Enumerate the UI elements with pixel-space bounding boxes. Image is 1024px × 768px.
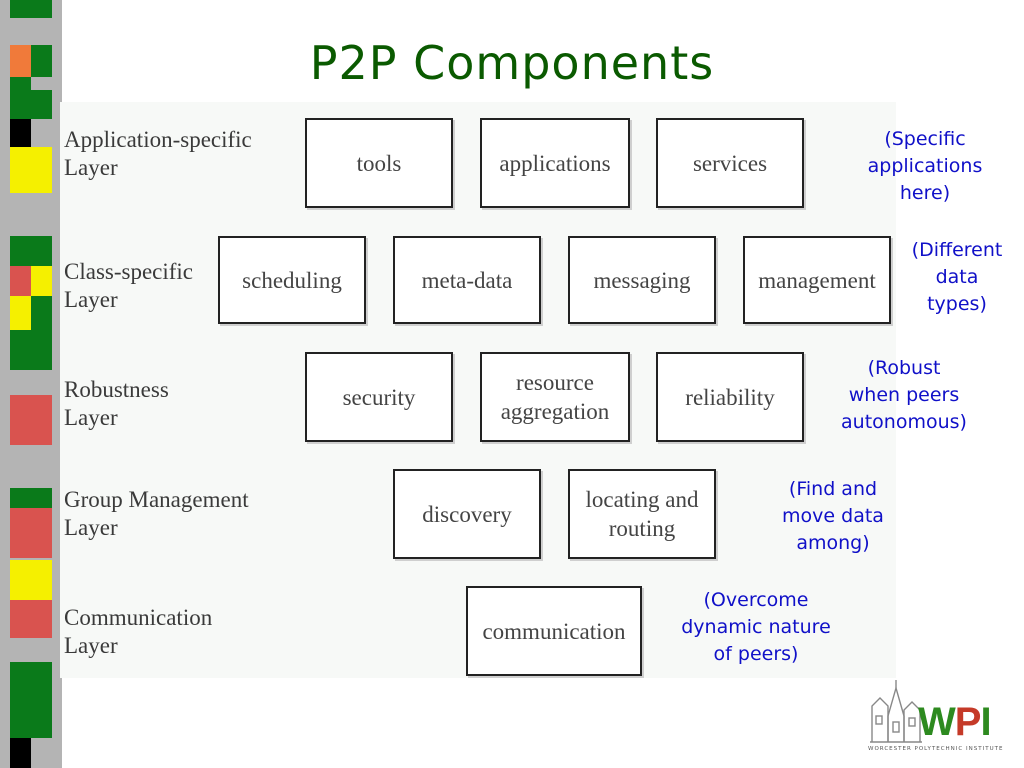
- box-applications: applications: [480, 118, 630, 208]
- wpi-logo: [866, 676, 1012, 756]
- slide-title: P2P Components: [309, 36, 715, 90]
- box-meta-data: meta-data: [393, 236, 541, 324]
- box-locating-routing: locating and routing: [568, 469, 716, 559]
- logo-letter-i: I: [980, 700, 991, 744]
- logo-letter-w: W: [918, 700, 956, 744]
- note-group: (Find and move data among): [782, 478, 884, 554]
- strip-block: [10, 508, 31, 558]
- strip-block: [10, 330, 31, 370]
- note-application: (Specific applications here): [867, 128, 983, 204]
- strip-block: [10, 560, 31, 600]
- strip-block: [10, 662, 31, 738]
- box-reliability: reliability: [656, 352, 804, 442]
- box-management: management: [743, 236, 891, 324]
- strip-block: [31, 560, 52, 600]
- strip-block: [10, 236, 31, 266]
- strip-block: [10, 395, 31, 445]
- layer-label-communication: Communication Layer: [64, 605, 213, 658]
- strip-block: [10, 738, 31, 768]
- box-security: security: [305, 352, 453, 442]
- strip-block: [31, 662, 52, 738]
- strip-block: [31, 236, 52, 266]
- box-scheduling: scheduling: [218, 236, 366, 324]
- box-tools: tools: [305, 118, 453, 208]
- note-class: (Different data types): [911, 239, 1003, 315]
- layer-label-group: Group Management Layer: [64, 487, 249, 540]
- strip-blocks: [10, 0, 52, 768]
- strip-block: [31, 296, 52, 330]
- strip-block: [10, 119, 31, 147]
- strip-block: [31, 600, 52, 638]
- strip-block: [31, 508, 52, 558]
- strip-block: [31, 488, 52, 508]
- box-messaging: messaging: [568, 236, 716, 324]
- strip-block: [31, 147, 52, 193]
- box-communication: communication: [466, 586, 642, 676]
- strip-block: [31, 45, 52, 77]
- strip-block: [10, 488, 31, 508]
- strip-block: [10, 45, 31, 77]
- wpi-subtitle: WORCESTER POLYTECHNIC INSTITUTE: [868, 746, 1004, 752]
- layer-label-class: Class-specific Layer: [64, 259, 194, 312]
- strip-block: [10, 600, 31, 638]
- box-services: services: [656, 118, 804, 208]
- strip-block: [31, 90, 52, 119]
- logo-letter-p: P: [954, 700, 982, 744]
- strip-block: [10, 266, 31, 296]
- note-robustness: (Robust when peers autonomous): [841, 357, 967, 433]
- strip-block: [31, 395, 52, 445]
- strip-block: [10, 0, 31, 18]
- wpi-wordmark: WPI: [918, 700, 992, 745]
- strip-block: [31, 0, 52, 18]
- strip-block: [31, 266, 52, 296]
- strip-block: [10, 147, 31, 193]
- layer-label-robustness: Robustness Layer: [64, 377, 169, 430]
- box-discovery: discovery: [393, 469, 541, 559]
- strip-block: [31, 330, 52, 370]
- strip-block: [10, 77, 31, 119]
- layer-label-application: Application-specific Layer: [64, 127, 252, 180]
- box-resource-aggregation: resource aggregation: [480, 352, 630, 442]
- note-communication: (Overcome dynamic nature of peers): [681, 589, 831, 665]
- strip-block: [10, 296, 31, 330]
- building-icon: [870, 680, 922, 743]
- left-decorative-strip: [0, 0, 62, 768]
